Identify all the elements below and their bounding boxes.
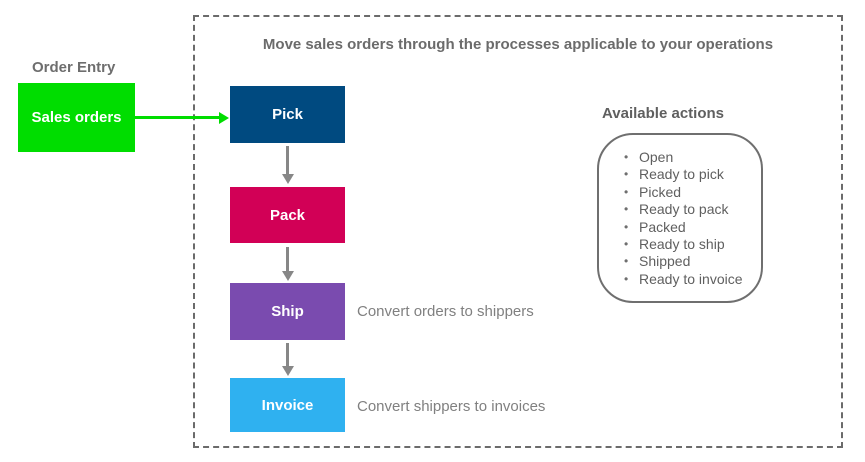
step-label-ship: Ship: [271, 303, 304, 320]
list-item: Ready to pack: [624, 201, 761, 219]
process-panel-border: [193, 15, 843, 448]
step-label-pick: Pick: [272, 106, 303, 123]
ship-step-caption: Convert orders to shippers: [357, 303, 534, 320]
flow-arrow-down-icon: [281, 146, 294, 184]
step-label-pack: Pack: [269, 206, 306, 224]
sales-orders-box: Sales orders: [18, 83, 135, 152]
available-actions-list: Open Ready to pick Picked Ready to pack …: [599, 135, 761, 289]
step-box-pack: Pack: [230, 187, 345, 243]
list-item: Ready to ship: [624, 236, 761, 254]
step-label-invoice: Invoice: [261, 396, 314, 414]
invoice-step-caption: Convert shippers to invoices: [357, 398, 546, 415]
panel-title: Move sales orders through the processes …: [262, 36, 774, 53]
step-box-invoice: Invoice: [230, 378, 345, 432]
flow-arrow-right-icon: [135, 111, 229, 124]
list-item: Packed: [624, 219, 761, 237]
available-actions-box: Open Ready to pick Picked Ready to pack …: [597, 133, 763, 303]
list-item: Shipped: [624, 253, 761, 271]
flow-arrow-down-icon: [281, 247, 294, 281]
list-item: Open: [624, 149, 761, 167]
step-box-ship: Ship: [230, 283, 345, 340]
step-box-pick: Pick: [230, 86, 345, 143]
list-item: Ready to invoice: [624, 271, 761, 289]
available-actions-heading: Available actions: [602, 105, 724, 122]
order-entry-label: Order Entry: [32, 59, 116, 76]
flow-arrow-down-icon: [281, 343, 294, 376]
list-item: Picked: [624, 184, 761, 202]
sales-orders-box-label: Sales orders: [31, 109, 122, 126]
list-item: Ready to pick: [624, 166, 761, 184]
